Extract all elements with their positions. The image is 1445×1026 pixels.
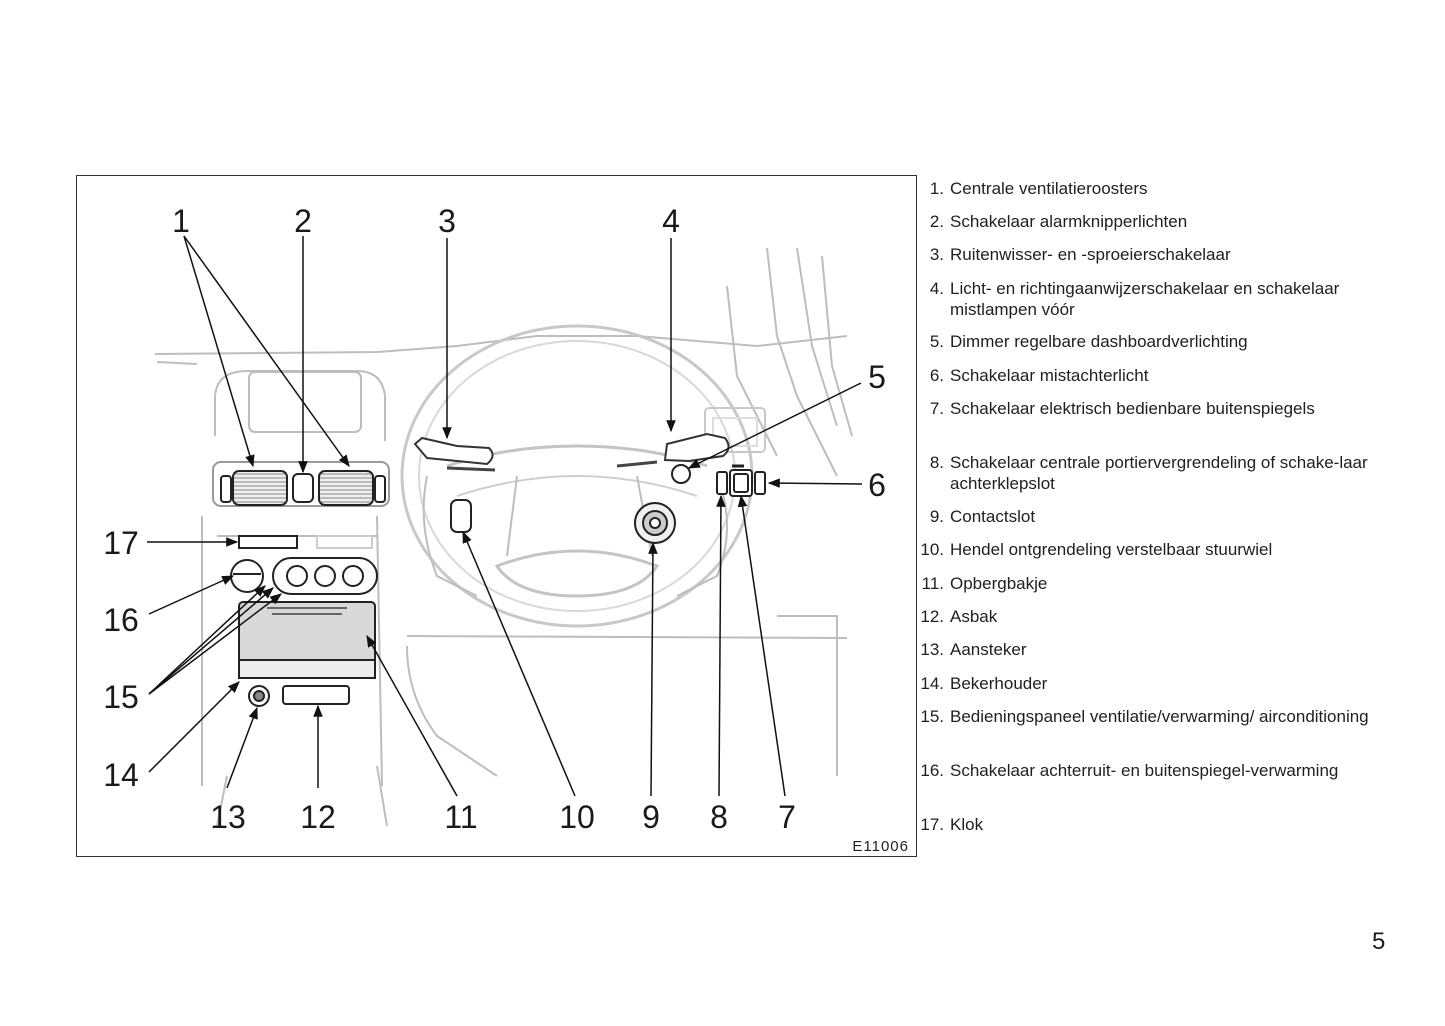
callout-11: 11	[444, 799, 477, 835]
center-vent-left	[232, 470, 288, 506]
legend-item: 4.Licht- en richtingaanwijzerschakelaar …	[929, 279, 1340, 319]
center-vent-right	[318, 470, 374, 506]
callout-5: 5	[868, 359, 886, 395]
side-vent-left	[220, 475, 232, 503]
callout-16: 16	[103, 602, 139, 638]
callout-8: 8	[710, 799, 728, 835]
callout-4: 4	[662, 203, 680, 239]
legend-item: 11.Opbergbakje	[921, 574, 1048, 593]
dashboard-figure: 1 2 3 4 5 6 7 8 9 10 11 12 13 14 15 16 1…	[76, 175, 917, 857]
callout-3: 3	[438, 203, 456, 239]
legend-item: 17.Klok	[920, 815, 984, 834]
legend-item: 7.Schakelaar elektrisch bedienbare buite…	[929, 399, 1315, 418]
legend-item: 8.Schakelaar centrale portiervergrendeli…	[929, 453, 1368, 493]
callout-15: 15	[103, 679, 139, 715]
defogger-switch	[230, 559, 264, 593]
callout-17: 17	[103, 525, 139, 561]
legend-item: 3.Ruitenwisser- en -sproeierschakelaar	[929, 245, 1231, 264]
rear-fog-switch	[754, 471, 766, 495]
legend-item: 5.Dimmer regelbare dashboardverlichting	[929, 332, 1248, 351]
figure-code: E11006	[852, 838, 909, 855]
callout-14: 14	[103, 757, 139, 793]
callout-12: 12	[300, 799, 336, 835]
callout-numbers: 1 2 3 4 5 6 7 8 9 10 11 12 13 14 15 16 1…	[103, 203, 886, 835]
callout-9: 9	[642, 799, 660, 835]
hazard-switch	[292, 473, 314, 503]
page-number: 5	[1372, 928, 1386, 955]
legend-item: 6.Schakelaar mistachterlicht	[929, 366, 1149, 385]
callout-2: 2	[294, 203, 312, 239]
legend-item: 10.Hendel ontgrendeling verstelbaar stuu…	[920, 540, 1273, 559]
callout-6: 6	[868, 467, 886, 503]
tilt-lever	[450, 499, 472, 533]
legend-item: 12.Asbak	[920, 607, 998, 626]
legend-item: 15.Bedieningspaneel ventilatie/verwarmin…	[920, 707, 1369, 726]
legend-item: 1.Centrale ventilatieroosters	[929, 179, 1148, 198]
callout-13: 13	[210, 799, 246, 835]
legend-item: 13.Aansteker	[920, 640, 1027, 659]
callout-10: 10	[559, 799, 595, 835]
side-vent-right	[374, 475, 386, 503]
dashboard-components	[220, 432, 766, 707]
legend-item: 14.Bekerhouder	[920, 674, 1048, 693]
dashboard-illustration: 1 2 3 4 5 6 7 8 9 10 11 12 13 14 15 16 1…	[103, 203, 909, 855]
ashtray	[282, 685, 350, 705]
legend-item: 2.Schakelaar alarmknipperlichten	[929, 212, 1188, 231]
callout-1: 1	[172, 203, 190, 239]
legend-item: 16.Schakelaar achterruit- en buitenspieg…	[920, 761, 1339, 780]
legend-item: 9.Contactslot	[929, 507, 1036, 526]
leader-lines	[147, 235, 863, 797]
dimmer-knob	[671, 464, 691, 484]
callout-7: 7	[778, 799, 796, 835]
door-lock-switch	[716, 471, 728, 495]
clock	[238, 535, 298, 549]
